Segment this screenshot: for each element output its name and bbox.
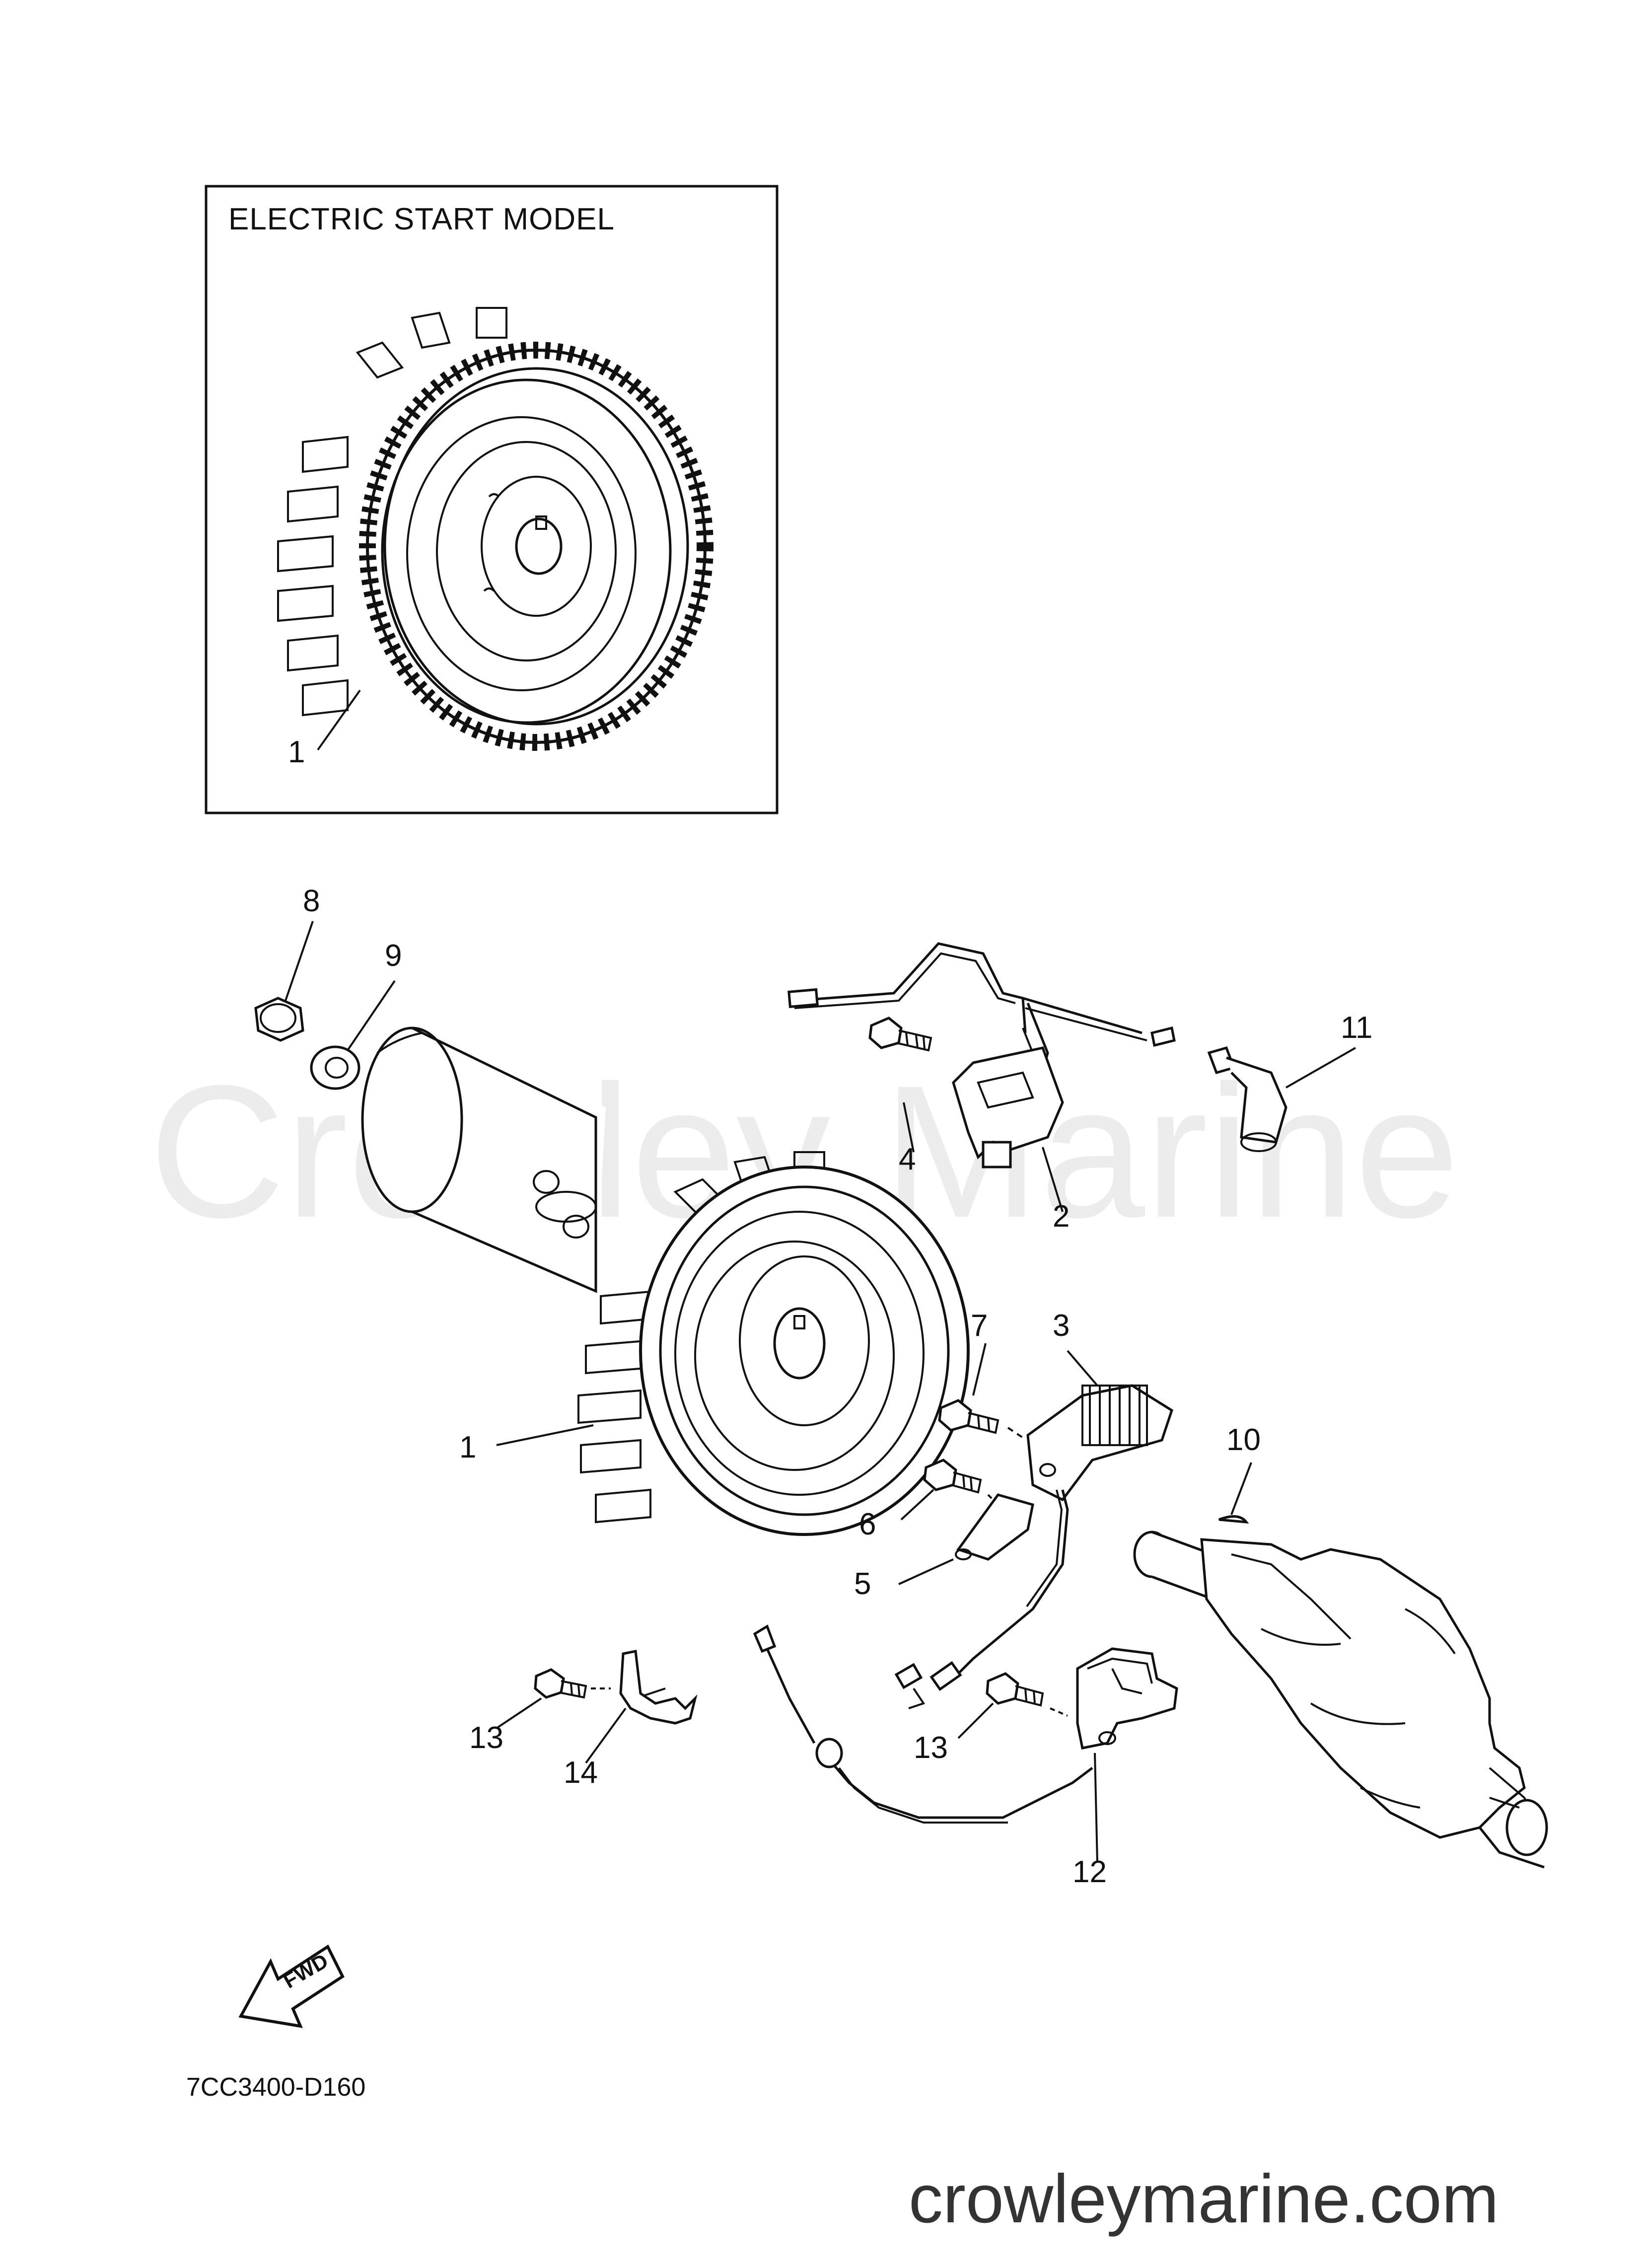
flywheel-with-ring-gear — [277, 307, 714, 751]
starter-pulley-cup — [361, 1026, 606, 1293]
site-url: crowleymarine.com — [909, 2161, 1499, 2237]
part-14-clip: 14 — [564, 1650, 698, 1790]
part-3-charge-coil: 3 — [894, 1309, 1173, 1709]
part-11-plug-cap: 11 — [1207, 1011, 1372, 1152]
part-13-bolt-left: 13 — [469, 1668, 611, 1755]
part-1-flywheel: 1 — [459, 1151, 970, 1536]
diagram-code: 7CC3400-D160 — [186, 2073, 365, 2102]
callout-5: 5 — [854, 1567, 871, 1601]
callout-14: 14 — [564, 1756, 598, 1790]
callout-1: 1 — [459, 1430, 476, 1464]
callout-6: 6 — [859, 1507, 876, 1541]
part-2-ignition-coil: 2 — [787, 942, 1176, 1234]
callout-12: 12 — [1072, 1855, 1107, 1889]
part-10-key: 10 — [1218, 1423, 1261, 1524]
leader-inset-1 — [317, 689, 361, 751]
part-4-bolt: 4 — [868, 1017, 932, 1176]
callout-10: 10 — [1226, 1423, 1261, 1457]
callout-9: 9 — [385, 939, 402, 973]
inset-frame — [205, 185, 779, 814]
fwd-arrow-icon: FWD — [238, 1944, 345, 2028]
part-13-bolt-right: 13 — [914, 1672, 1068, 1765]
part-7-bolt: 7 — [938, 1309, 999, 1434]
callout-4: 4 — [899, 1142, 916, 1176]
callout-11: 11 — [1341, 1011, 1372, 1045]
inset-title: ELECTRIC START MODEL — [228, 202, 615, 236]
part-6-bolt: 6 — [859, 1459, 997, 1541]
callout-3: 3 — [1053, 1309, 1070, 1343]
callout-7: 7 — [971, 1309, 988, 1343]
crankshaft — [1133, 1531, 1548, 1869]
callout-13a: 13 — [469, 1721, 503, 1755]
callout-inset-1: 1 — [288, 735, 305, 769]
part-9-washer: 9 — [310, 939, 402, 1090]
part-12-sensor-bracket: 12 — [753, 1624, 1178, 1889]
electric-start-inset: ELECTRIC START MODEL — [205, 185, 779, 814]
callout-2: 2 — [1053, 1199, 1070, 1234]
part-5-bracket: 5 — [854, 1493, 1034, 1601]
part-8-nut: 8 — [254, 884, 320, 1042]
callout-8: 8 — [303, 884, 320, 918]
callout-13b: 13 — [914, 1731, 948, 1765]
